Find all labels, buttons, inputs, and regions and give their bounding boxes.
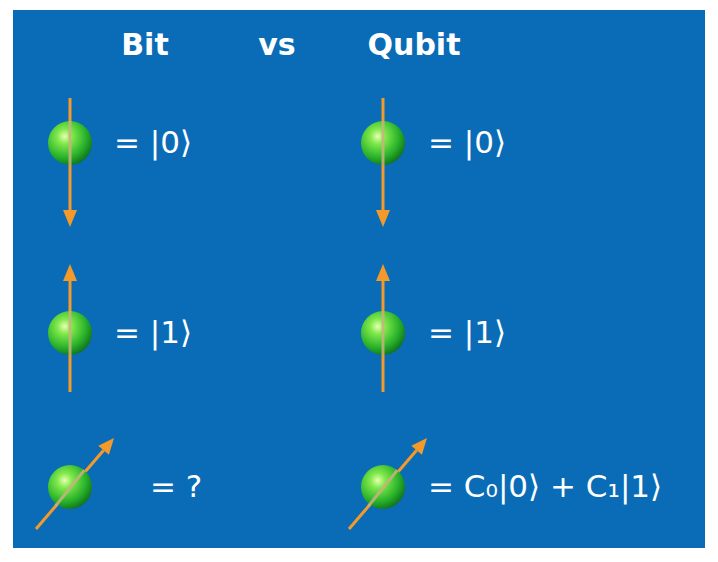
spin-illustration: [13, 10, 705, 548]
state-label: = |0⟩: [428, 125, 506, 161]
state-label: = C₀|0⟩ + C₁|1⟩: [428, 469, 662, 505]
column-heading: Bit: [121, 28, 169, 63]
qubit-spins: [349, 98, 427, 529]
state-label: = ?: [150, 469, 202, 505]
column-heading: vs: [258, 28, 295, 63]
state-label: = |1⟩: [428, 315, 506, 351]
column-heading: Qubit: [368, 28, 461, 63]
state-label: = |1⟩: [114, 315, 192, 351]
background-panel: Bit vs Qubit = |0⟩ = |1⟩ = ? = |0⟩ = |1⟩ = C₀|0⟩…: [13, 10, 705, 548]
state-label: = |0⟩: [114, 125, 192, 161]
bit-spins: [36, 98, 114, 529]
